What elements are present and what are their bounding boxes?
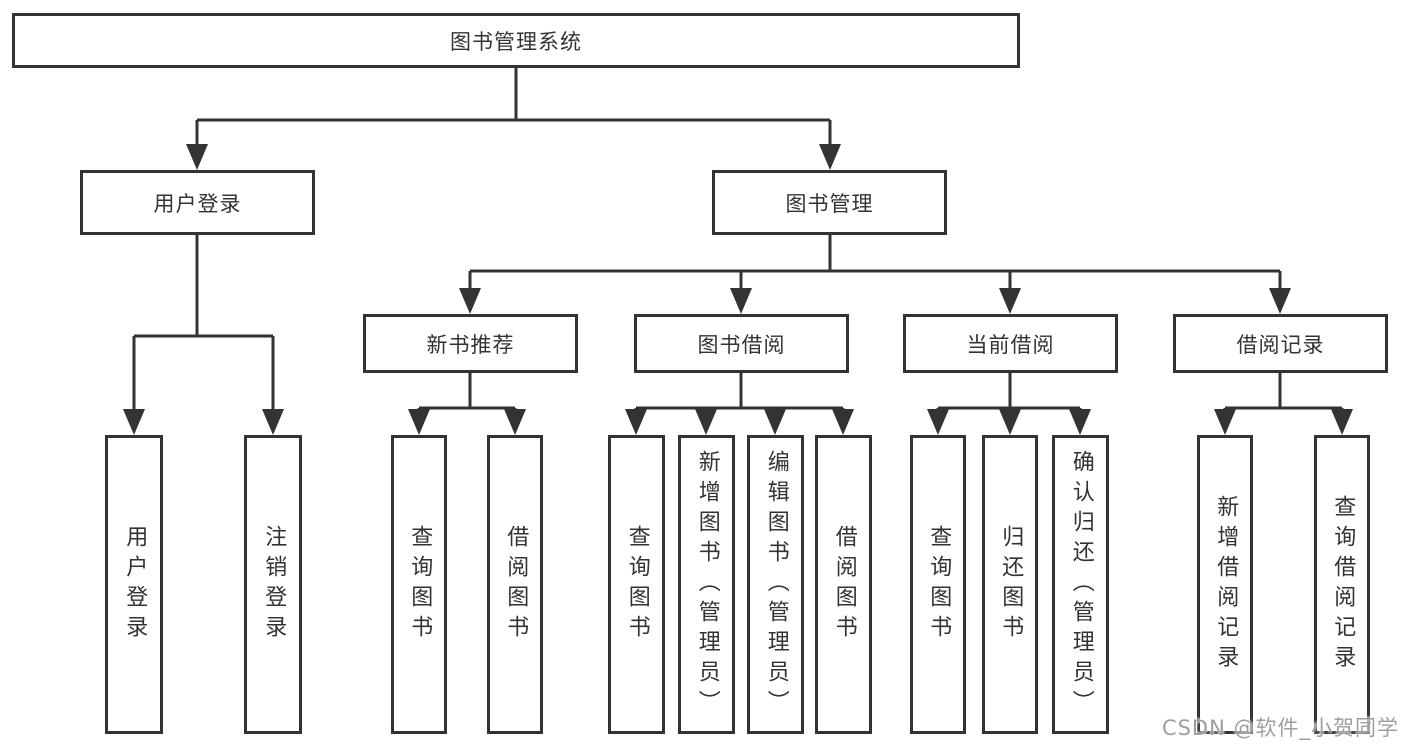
arrow-down-icon: [408, 409, 430, 435]
leaf-label: 查询图书: [926, 524, 952, 645]
node-label: 用户登录: [153, 191, 242, 216]
csdn-watermark: CSDN @软件_小贺同学: [1161, 716, 1399, 740]
leaf-label: 新增图书（管理员）: [694, 449, 720, 720]
node-book-management-module: 图书管理: [712, 170, 947, 235]
arrow-down-icon: [695, 409, 717, 435]
arrow-down-icon: [1214, 409, 1236, 435]
node-new-book-recommend: 新书推荐: [363, 314, 578, 373]
arrow-down-icon: [1069, 409, 1091, 435]
leaf-label: 注销登录: [261, 524, 287, 645]
leaf-label: 新增借阅记录: [1213, 494, 1239, 675]
node-current-borrowing: 当前借阅: [903, 314, 1118, 373]
arrow-down-icon: [459, 288, 481, 314]
arrow-down-icon: [999, 409, 1021, 435]
node-label: 借阅记录: [1236, 332, 1325, 357]
leaf-borrow-query-books: 查询图书: [608, 435, 665, 734]
arrow-down-icon: [186, 144, 208, 170]
leaf-label: 查询图书: [624, 524, 650, 645]
leaf-current-query-books: 查询图书: [910, 435, 966, 734]
leaf-label: 确认归还（管理员）: [1068, 449, 1094, 720]
leaf-borrow-edit-books-admin: 编辑图书（管理员）: [747, 435, 804, 734]
leaf-label: 用户登录: [122, 524, 148, 645]
leaf-newbook-borrow-books: 借阅图书: [487, 435, 543, 734]
node-label: 当前借阅: [966, 332, 1055, 357]
node-borrowing-records: 借阅记录: [1173, 314, 1388, 373]
leaf-current-confirm-return-admin: 确认归还（管理员）: [1052, 435, 1109, 734]
node-label: 新书推荐: [426, 332, 515, 357]
arrow-down-icon: [123, 409, 145, 435]
leaf-record-add: 新增借阅记录: [1197, 435, 1253, 734]
connector-segments: [132, 68, 1344, 415]
arrow-down-icon: [1331, 409, 1353, 435]
arrow-down-icon: [832, 409, 854, 435]
leaf-label: 归还图书: [998, 524, 1024, 645]
node-label: 图书管理: [785, 191, 874, 216]
leaf-label: 查询图书: [407, 524, 433, 645]
arrow-down-icon: [504, 409, 526, 435]
leaf-user-login: 用户登录: [105, 435, 163, 734]
leaf-label: 借阅图书: [831, 524, 857, 645]
arrowheads: [123, 144, 1353, 435]
arrow-down-icon: [999, 288, 1021, 314]
leaf-label: 查询借阅记录: [1330, 494, 1356, 675]
node-label: 图书管理系统: [450, 29, 582, 54]
node-root-system: 图书管理系统: [12, 13, 1020, 68]
arrow-down-icon: [262, 409, 284, 435]
arrow-down-icon: [819, 144, 841, 170]
arrow-down-icon: [927, 409, 949, 435]
arrow-down-icon: [625, 409, 647, 435]
leaf-logout: 注销登录: [244, 435, 302, 734]
leaf-current-return-books: 归还图书: [982, 435, 1038, 734]
arrow-down-icon: [764, 409, 786, 435]
leaf-label: 编辑图书（管理员）: [763, 449, 789, 720]
leaf-record-query: 查询借阅记录: [1314, 435, 1370, 734]
leaf-borrow-borrow-books: 借阅图书: [815, 435, 872, 734]
arrow-down-icon: [1269, 288, 1291, 314]
node-book-borrowing: 图书借阅: [634, 314, 849, 373]
leaf-newbook-query-books: 查询图书: [391, 435, 447, 734]
arrow-down-icon: [730, 288, 752, 314]
leaf-borrow-add-books-admin: 新增图书（管理员）: [678, 435, 735, 734]
node-label: 图书借阅: [697, 332, 786, 357]
leaf-label: 借阅图书: [503, 524, 529, 645]
node-user-login-module: 用户登录: [80, 170, 315, 235]
